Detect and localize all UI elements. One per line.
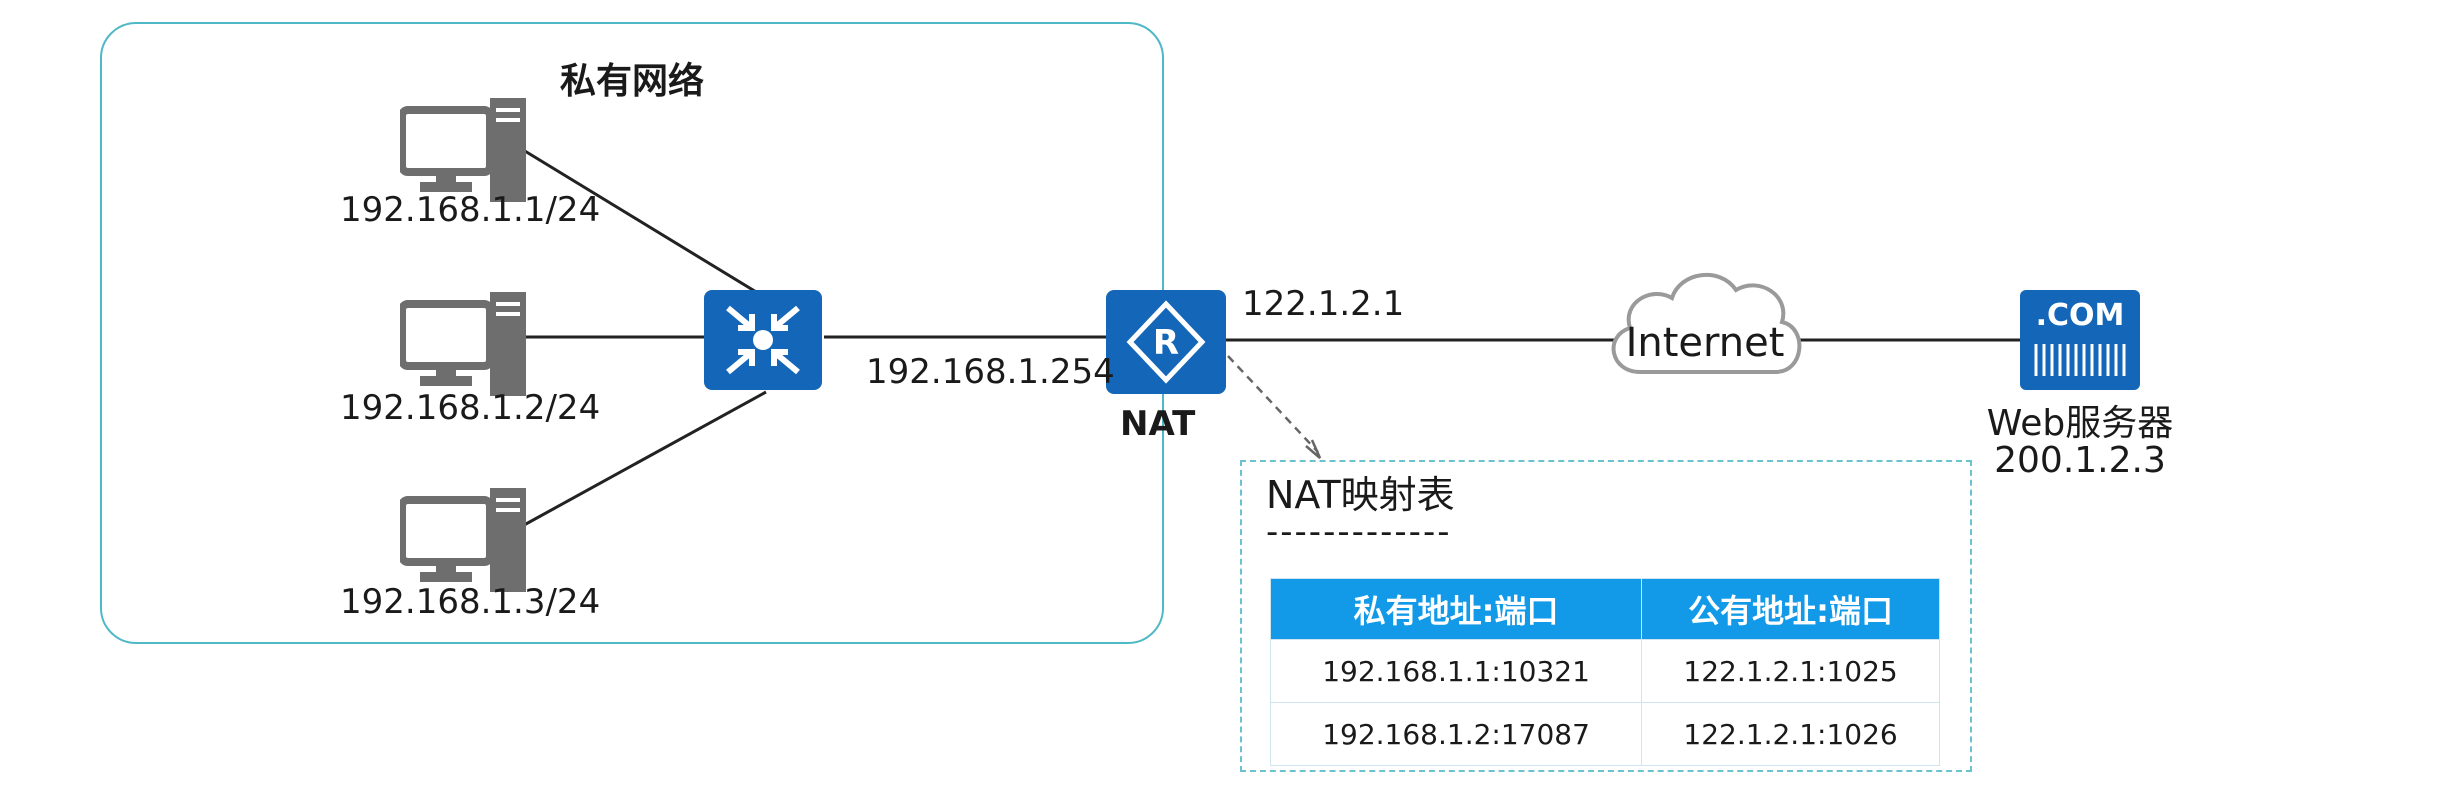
table-header: 私有地址:端口	[1269, 578, 1643, 640]
cloud-label: Internet	[1625, 320, 1785, 366]
private-address-cell: 192.168.1.2:17087	[1269, 702, 1643, 766]
table-row: 192.168.1.1:10321 122.1.2.1:1025	[1269, 639, 1940, 703]
web-server-icon: .COM	[2020, 290, 2140, 390]
nat-table-panel: NAT映射表 ------------- 私有地址:端口 公有地址:端口 192…	[1240, 460, 1972, 772]
private-network-area: 私有网络	[100, 22, 1164, 644]
cloud-icon	[1611, 272, 1802, 374]
web-server-badge: .COM	[2035, 298, 2125, 333]
switch-icon	[704, 290, 822, 390]
private-network-title: 私有网络	[559, 61, 704, 102]
host-ip-label: 192.168.1.2/24	[340, 388, 601, 428]
nat-table-title: NAT映射表	[1266, 473, 1455, 517]
nat-table: 私有地址:端口 公有地址:端口 192.168.1.1:10321 122.1.…	[1269, 578, 1940, 766]
pc-icon	[400, 98, 526, 202]
host-ip-label: 192.168.1.3/24	[340, 582, 601, 622]
public-address-cell: 122.1.2.1:1025	[1641, 639, 1940, 703]
router-icon: R	[1106, 290, 1226, 394]
table-row: 192.168.1.2:17087 122.1.2.1:1026	[1269, 702, 1940, 766]
router-inside-ip: 192.168.1.254	[866, 352, 1115, 392]
table-header: 公有地址:端口	[1641, 578, 1940, 640]
web-server-name: Web服务器	[1986, 403, 2174, 444]
private-address-cell: 192.168.1.1:10321	[1269, 639, 1643, 703]
router-outside-ip: 122.1.2.1	[1242, 284, 1405, 324]
host-ip-label: 192.168.1.1/24	[340, 190, 601, 230]
pc-icon	[400, 488, 526, 592]
nat-table-separator: -------------	[1266, 512, 1452, 552]
web-server-ip: 200.1.2.3	[1994, 440, 2166, 481]
pc-icon	[400, 292, 526, 396]
router-letter: R	[1153, 323, 1179, 363]
router-nat-label: NAT	[1120, 404, 1196, 444]
public-address-cell: 122.1.2.1:1026	[1641, 702, 1940, 766]
